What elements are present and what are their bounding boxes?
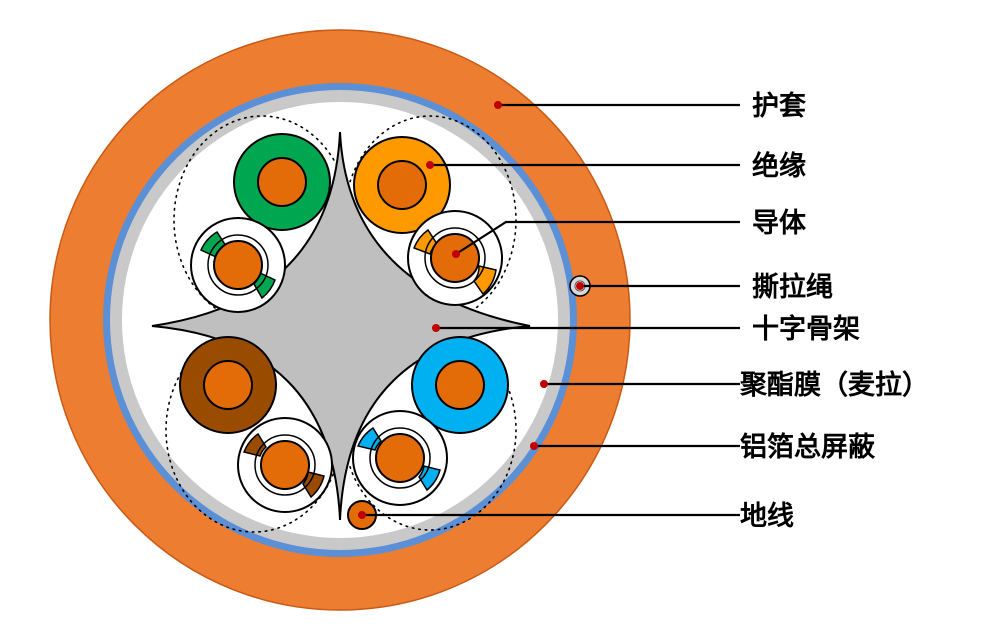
pair-brown	[179, 336, 333, 513]
label-jacket: 护套	[752, 91, 806, 122]
label-mylar: 聚酯膜（麦拉）	[739, 369, 929, 401]
label-drain-wire: 地线	[740, 501, 794, 532]
label-insulation: 绝缘	[752, 150, 806, 182]
pair-green	[190, 133, 331, 313]
pair-blue	[352, 336, 509, 506]
label-cross-filler: 十字骨架	[752, 313, 860, 345]
leader-dots	[358, 101, 584, 519]
label-conductor: 导体	[752, 208, 807, 239]
label-rip-cord: 撕拉绳	[752, 271, 833, 303]
label-foil-shield: 铝箔总屏蔽	[740, 431, 876, 463]
leader-lines	[362, 103, 740, 517]
